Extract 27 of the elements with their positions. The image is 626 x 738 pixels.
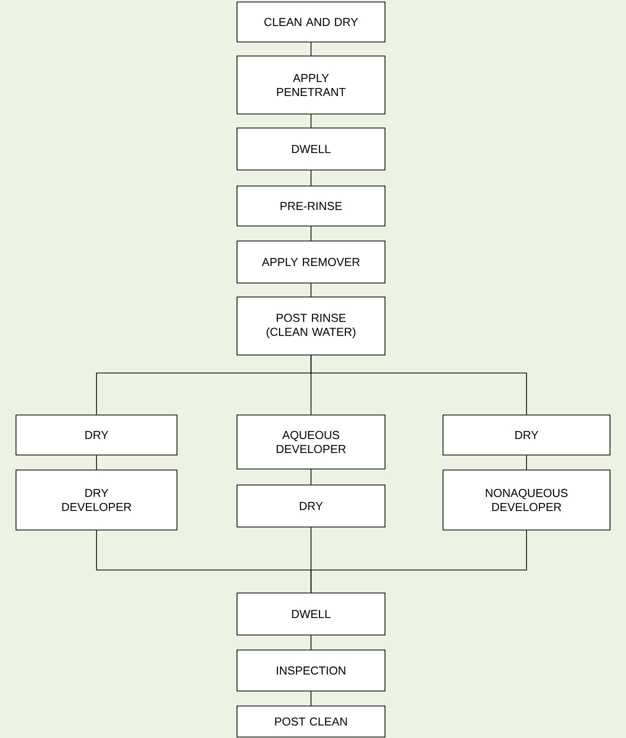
process-box: DWELL: [236, 128, 386, 170]
process-box: PRE-RINSE: [236, 186, 386, 226]
process-box: DRY: [442, 414, 610, 456]
process-box: AQUEOUS DEVELOPER: [236, 414, 386, 470]
process-box: POST RINSE (CLEAN WATER): [236, 296, 386, 356]
connector-line: [310, 691, 312, 706]
connector-line: [310, 42, 312, 56]
process-box: DRY: [16, 414, 178, 456]
connector-line: [96, 455, 97, 470]
connector-line: [310, 226, 312, 241]
process-box: DWELL: [236, 592, 386, 636]
connector-line: [310, 530, 527, 593]
process-box: DRY DEVELOPER: [16, 470, 178, 530]
process-box: APPLY PENETRANT: [236, 56, 386, 114]
connector-line: [526, 455, 527, 470]
process-box: APPLY REMOVER: [236, 240, 386, 284]
process-box: INSPECTION: [236, 650, 386, 692]
connector-line: [310, 283, 312, 297]
process-box: POST CLEAN: [236, 706, 386, 738]
connector-line: [310, 114, 312, 128]
process-box: DRY: [236, 484, 386, 528]
connector-line: [310, 469, 312, 485]
process-box: NONAQUEOUS DEVELOPER: [442, 470, 610, 530]
connector-line: [310, 635, 312, 650]
process-box: CLEAN AND DRY: [236, 2, 386, 42]
connector-line: [310, 170, 312, 186]
connector-line: [310, 355, 527, 415]
